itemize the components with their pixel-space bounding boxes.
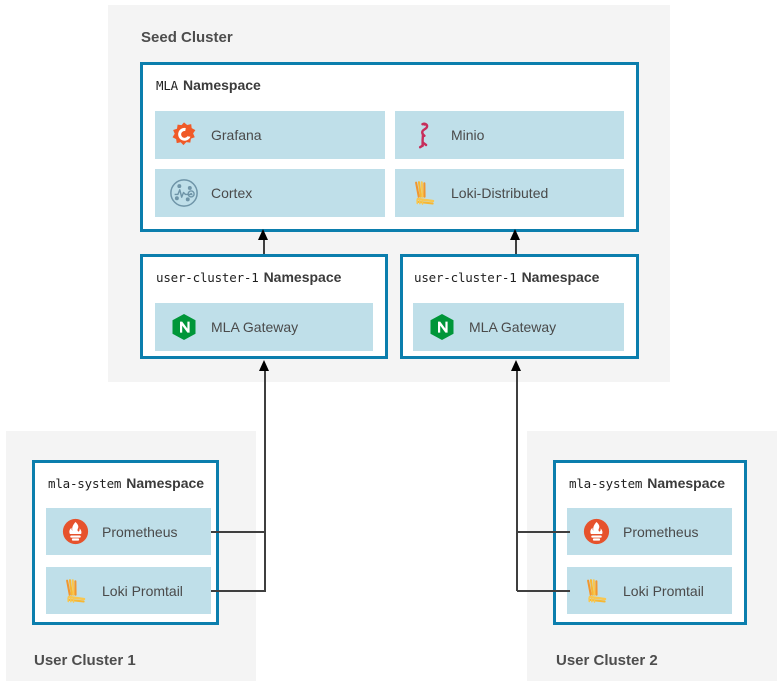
loki-icon [581,576,611,606]
tile-loki-promtail-cluster1[interactable]: Loki Promtail [46,567,211,614]
mla-system-namespace-title-1: mla-system Namespace [48,475,204,493]
arrow-head-cluster2-to-gateway [511,360,521,371]
connector-promtail-cluster1 [211,590,266,592]
mla-namespace-word: Namespace [182,77,261,93]
tile-grafana[interactable]: Grafana [155,111,385,159]
connector-prometheus-cluster1 [211,531,266,533]
connector-promtail-cluster2 [517,590,570,592]
namespace-word: Namespace [126,475,205,491]
tile-prometheus-cluster1[interactable]: Prometheus [46,508,211,555]
nginx-icon [169,312,199,342]
mla-system-namespace-title-2: mla-system Namespace [569,475,725,493]
namespace-name: user-cluster-1 [414,270,517,285]
user-cluster-1-namespace-title-left: user-cluster-1 Namespace [156,269,341,287]
tile-cortex[interactable]: Cortex [155,169,385,217]
user-cluster-2-label: User Cluster 2 [556,652,658,669]
tile-loki-promtail-cluster2[interactable]: Loki Promtail [567,567,732,614]
namespace-word: Namespace [521,269,600,285]
arrow-head-gateway-left-to-mla [258,229,268,240]
namespace-word: Namespace [263,269,342,285]
tile-label: Prometheus [102,523,178,540]
arrow-head-gateway-right-to-mla [510,229,520,240]
tile-label: Loki-Distributed [451,185,549,201]
user-cluster-1-namespace-title-right: user-cluster-1 Namespace [414,269,599,287]
tile-label: Loki Promtail [623,582,704,599]
loki-icon [60,576,90,606]
prometheus-icon [60,517,90,547]
tile-mla-gateway-right[interactable]: MLA Gateway [413,303,624,351]
nginx-icon [427,312,457,342]
arrow-shaft-cluster1-to-gateway [264,371,266,591]
namespace-name: mla-system [48,476,122,491]
arrow-shaft-gateway-right-to-mla [515,240,517,254]
tile-label: Cortex [211,185,253,201]
arrow-head-cluster1-to-gateway [259,360,269,371]
grafana-icon [169,120,199,150]
mla-namespace-name: MLA [156,78,178,93]
prometheus-icon [581,517,611,547]
namespace-name: mla-system [569,476,643,491]
cortex-icon [169,178,199,208]
tile-label: Grafana [211,127,262,143]
user-cluster-1-label: User Cluster 1 [34,652,136,669]
mla-namespace-title: MLA Namespace [156,77,261,95]
tile-label: Prometheus [623,523,699,540]
tile-minio[interactable]: Minio [395,111,624,159]
seed-cluster-label: Seed Cluster [141,29,233,46]
minio-flamingo-icon [409,120,439,150]
tile-prometheus-cluster2[interactable]: Prometheus [567,508,732,555]
arrow-shaft-gateway-left-to-mla [263,240,265,254]
loki-icon [409,178,439,208]
tile-label: MLA Gateway [469,319,557,335]
tile-loki-distributed[interactable]: Loki-Distributed [395,169,624,217]
tile-label: Minio [451,127,485,143]
namespace-word: Namespace [647,475,726,491]
tile-mla-gateway-left[interactable]: MLA Gateway [155,303,373,351]
tile-label: MLA Gateway [211,319,299,335]
connector-prometheus-cluster2 [517,531,570,533]
arrow-shaft-cluster2-to-gateway [516,371,518,591]
namespace-name: user-cluster-1 [156,270,259,285]
tile-label: Loki Promtail [102,582,183,599]
